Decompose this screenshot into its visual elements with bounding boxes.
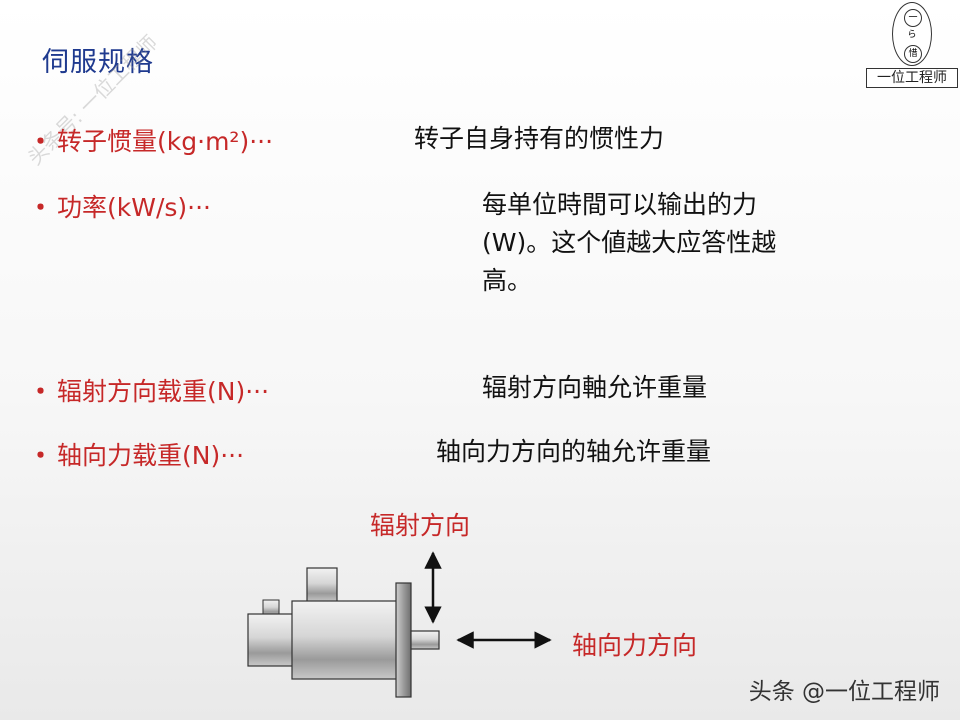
- bullet: ・: [28, 441, 54, 470]
- spec-label: 轴向力载重(N)···: [57, 441, 245, 470]
- spec-row-power: ・功率(kW/s)···: [28, 188, 211, 224]
- bullet: ・: [28, 127, 54, 156]
- motor-body: [291, 600, 399, 680]
- bullet: ・: [28, 193, 54, 222]
- logo-emblem: 一 ら 惜: [892, 2, 932, 66]
- spec-row-axial-load: ・轴向力载重(N)···: [28, 436, 244, 472]
- logo-top-char: 一: [904, 9, 922, 27]
- spec-label: 转子惯量(kg·m²)···: [57, 127, 274, 156]
- spec-desc-power: 每单位時間可以输出的力 (W)。这个値越大应答性越 高。: [482, 186, 776, 300]
- spec-label: 功率(kW/s)···: [57, 193, 212, 222]
- motor-shaft: [410, 630, 440, 650]
- logo-mid-char: ら: [907, 30, 917, 40]
- spec-desc-radial-load: 辐射方向軸允许重量: [482, 373, 708, 402]
- desc-line: (W)。这个値越大应答性越: [482, 228, 777, 257]
- spec-row-inertia: ・转子惯量(kg·m²)···: [28, 122, 273, 158]
- brand-logo: 一 ら 惜 一位工程师: [866, 2, 958, 88]
- radial-direction-label: 辐射方向: [370, 511, 471, 540]
- motor-flange: [395, 582, 412, 698]
- spec-row-radial-load: ・辐射方向载重(N)···: [28, 372, 269, 408]
- motor-connector: [306, 567, 338, 603]
- axial-direction-label: 轴向力方向: [572, 631, 698, 660]
- spec-label: 辐射方向载重(N)···: [57, 377, 270, 406]
- logo-text: 一位工程师: [866, 68, 958, 88]
- logo-bottom-char: 惜: [904, 45, 922, 63]
- desc-line: 每单位時間可以输出的力: [482, 190, 758, 219]
- page-title: 伺服规格: [42, 47, 154, 78]
- motor-rear-cap: [247, 613, 295, 667]
- desc-line: 高。: [482, 266, 533, 295]
- bullet: ・: [28, 377, 54, 406]
- footer-brand: 头条 @一位工程师: [748, 679, 940, 705]
- spec-desc-inertia: 转子自身持有的惯性力: [414, 124, 665, 153]
- spec-desc-axial-load: 轴向力方向的轴允许重量: [436, 437, 712, 466]
